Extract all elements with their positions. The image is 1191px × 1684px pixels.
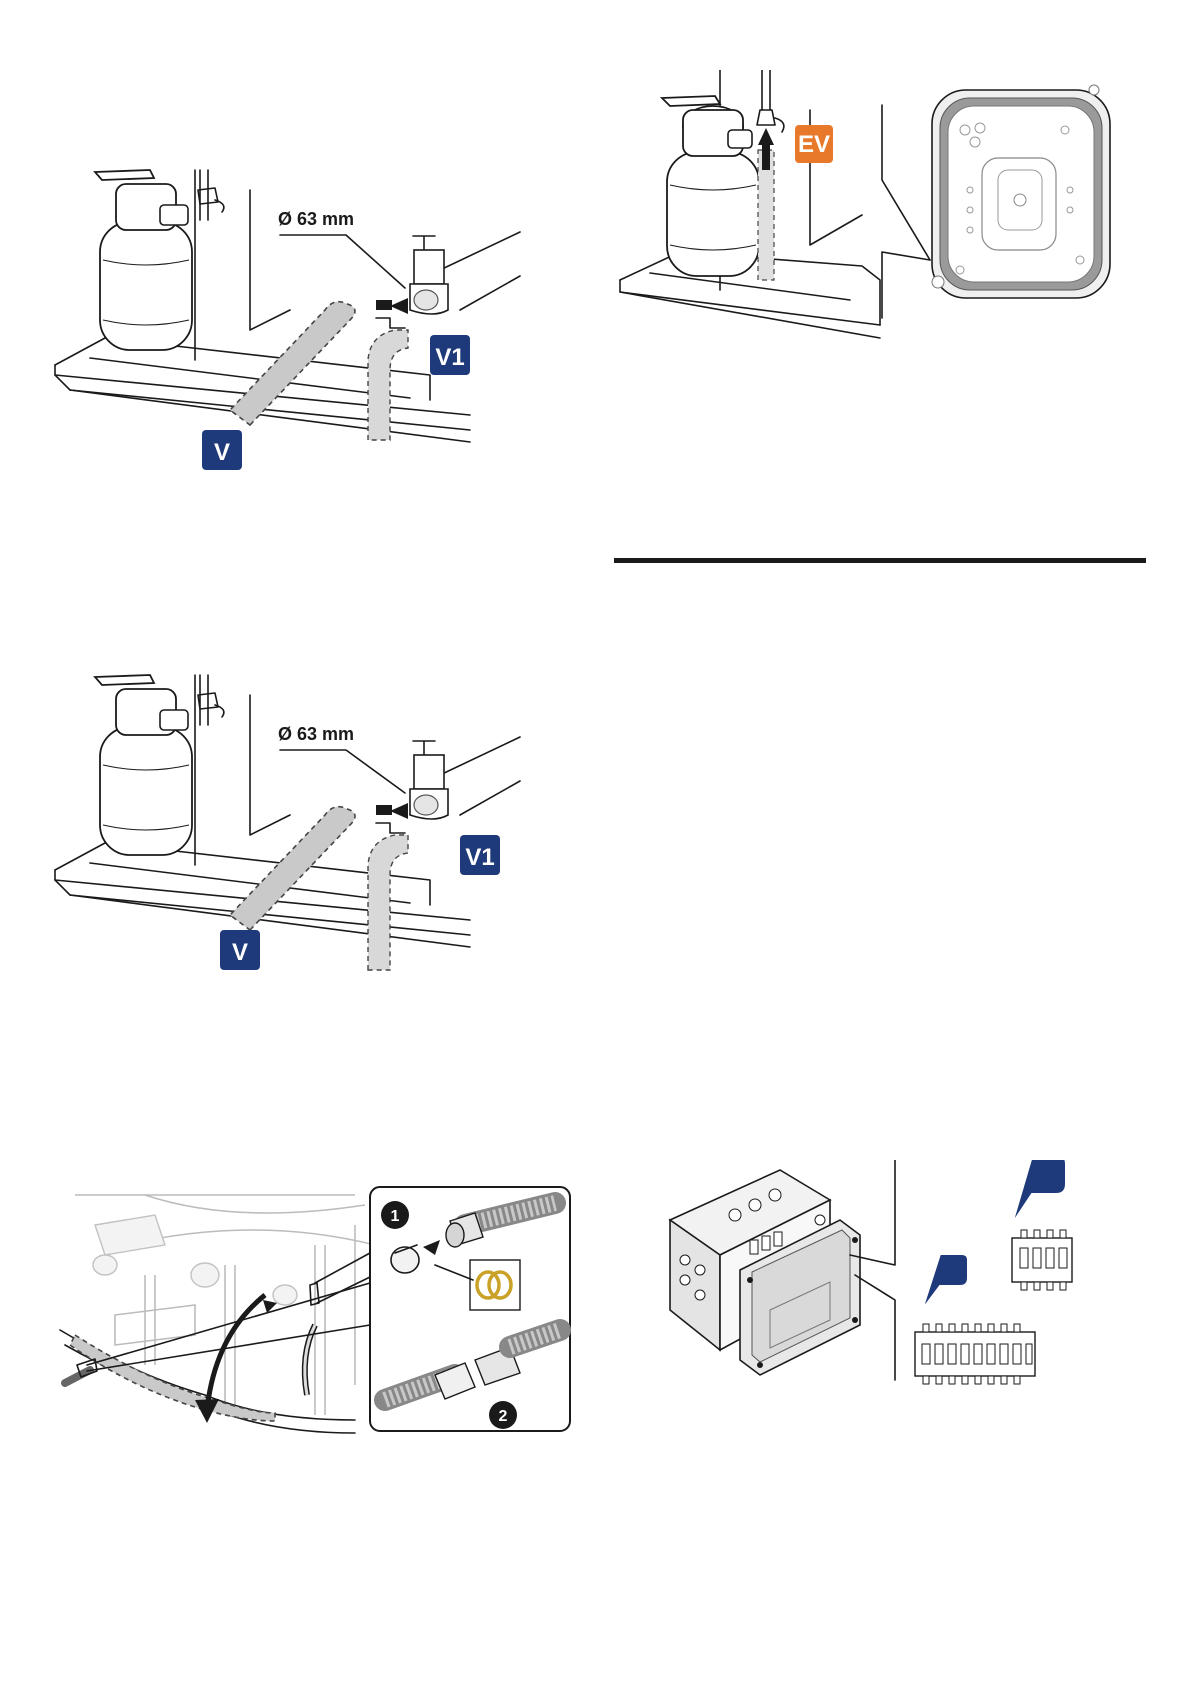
ev-badge: EV [795, 125, 833, 163]
drain-v1-bottom-svg: Ø 63 mm V1 V [50, 665, 530, 985]
filter-tank [95, 675, 192, 855]
drain-pipe-v [230, 807, 355, 930]
filter-tank [95, 170, 192, 350]
drain-v1-bottom-illustration: Ø 63 mm V1 V [50, 665, 530, 985]
control-box-illustration [660, 1160, 1090, 1400]
v1-badge: V1 [430, 335, 470, 375]
dip-pointer-upper [1012, 1160, 1066, 1224]
section-divider [614, 558, 1146, 563]
hose-connection-illustration: 1 2 [55, 1185, 575, 1435]
drain-v1-top-illustration: Ø 63 mm V1 V [50, 160, 530, 480]
v1-badge: V1 [460, 835, 500, 875]
v-badge: V [202, 430, 242, 470]
v-label: V [214, 439, 230, 466]
control-box-svg [660, 1160, 1090, 1400]
v1-label: V1 [435, 344, 464, 371]
drain-ev-illustration: EV [610, 70, 1150, 360]
gate-valve [410, 741, 448, 819]
diameter-label: Ø 63 mm [278, 209, 354, 229]
tub-plan-view [932, 85, 1110, 298]
step-2-label: 2 [499, 1408, 508, 1425]
hose-connection-svg: 1 2 [55, 1185, 575, 1435]
v-label: V [232, 939, 248, 966]
drain-pipe-v [230, 302, 355, 425]
v1-label: V1 [465, 844, 494, 871]
drain-ev-svg: EV [610, 70, 1150, 360]
dip-pointer-lower [922, 1254, 968, 1310]
drain-v1-top-svg: Ø 63 mm V1 V [50, 160, 530, 480]
gate-valve [410, 236, 448, 314]
v-badge: V [220, 930, 260, 970]
dip-switch-4 [1012, 1160, 1072, 1290]
filter-tank [662, 96, 759, 276]
diameter-label: Ø 63 mm [278, 724, 354, 744]
hose-detail-inset: 1 2 [370, 1187, 570, 1431]
ev-label: EV [798, 131, 830, 158]
step-1-label: 1 [391, 1208, 400, 1225]
